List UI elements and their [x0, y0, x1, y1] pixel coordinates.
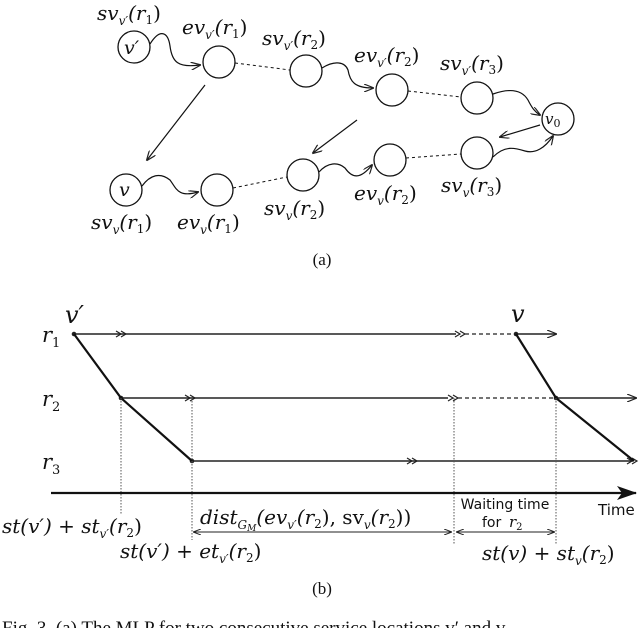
sublabel-a: (a)	[313, 250, 332, 269]
figure-caption: Fig. 3. (a) The MLP for two consecutive …	[0, 612, 640, 628]
node-sv-v-r3	[460, 136, 494, 170]
node-v0-label: v0	[545, 110, 560, 130]
label-sv-v-r1: svv(r1)	[91, 210, 152, 237]
label-ev-v-r1: evv(r1)	[177, 210, 240, 237]
node-ev-vp-r1	[202, 45, 236, 79]
node-v-prime	[117, 30, 151, 64]
label-ev-vp-r1: evv′(r1)	[182, 15, 247, 42]
figure-a: v′ v v0 svv′(r1) evv′(r1) svv′(r2) evv′(…	[91, 1, 575, 269]
label-waiting-line1: Waiting time	[461, 497, 550, 513]
label-sv-vp-r3: svv′(r3)	[440, 51, 504, 78]
caption-text: Fig. 3. (a) The MLP for two consecutive …	[2, 618, 505, 628]
label-ev-vp-r2: evv′(r2)	[354, 43, 419, 70]
label-waiting-r2: r2	[509, 513, 523, 533]
axis-label-time: Time	[597, 501, 635, 519]
top-label-v: v	[511, 300, 525, 328]
label-sv-vp-r2: svv′(r2)	[262, 26, 326, 53]
node-v0	[541, 102, 575, 136]
label-st-v-st-v-r2: st(v) + stv(r2)	[482, 541, 615, 568]
figure-b: r1 r2 r3 v′ v Time	[2, 300, 639, 598]
row-label-r2: r2	[42, 387, 60, 415]
row-label-r1: r1	[42, 323, 60, 351]
top-label-v-prime: v′	[65, 301, 85, 329]
node-sv-v-r2	[286, 158, 320, 192]
node-ev-v-r1	[200, 173, 234, 207]
node-ev-vp-r2	[375, 73, 409, 107]
sublabel-b: (b)	[312, 579, 332, 598]
label-st-vp-et-vp-r2: st(v′) + etv′(r2)	[120, 539, 261, 566]
label-st-vp-st-vp-r2: st(v′) + stv′(r2)	[2, 514, 142, 541]
label-waiting-line2: for	[482, 515, 501, 531]
node-sv-vp-r3	[460, 81, 494, 115]
label-sv-vp-r1: svv′(r1)	[97, 1, 161, 28]
node-v	[109, 173, 143, 207]
label-sv-v-r2: svv(r2)	[264, 196, 325, 223]
label-sv-v-r3: svv(r3)	[441, 173, 502, 200]
node-ev-v-r2	[373, 143, 407, 177]
node-sv-vp-r2	[289, 54, 323, 88]
row-label-r3: r3	[42, 450, 60, 478]
node-v-label: v	[119, 179, 130, 201]
label-dist: distGM(evv′(r2), svv(r2))	[200, 505, 411, 534]
label-ev-v-r2: evv(r2)	[354, 181, 417, 208]
node-v-prime-label: v′	[124, 37, 140, 59]
